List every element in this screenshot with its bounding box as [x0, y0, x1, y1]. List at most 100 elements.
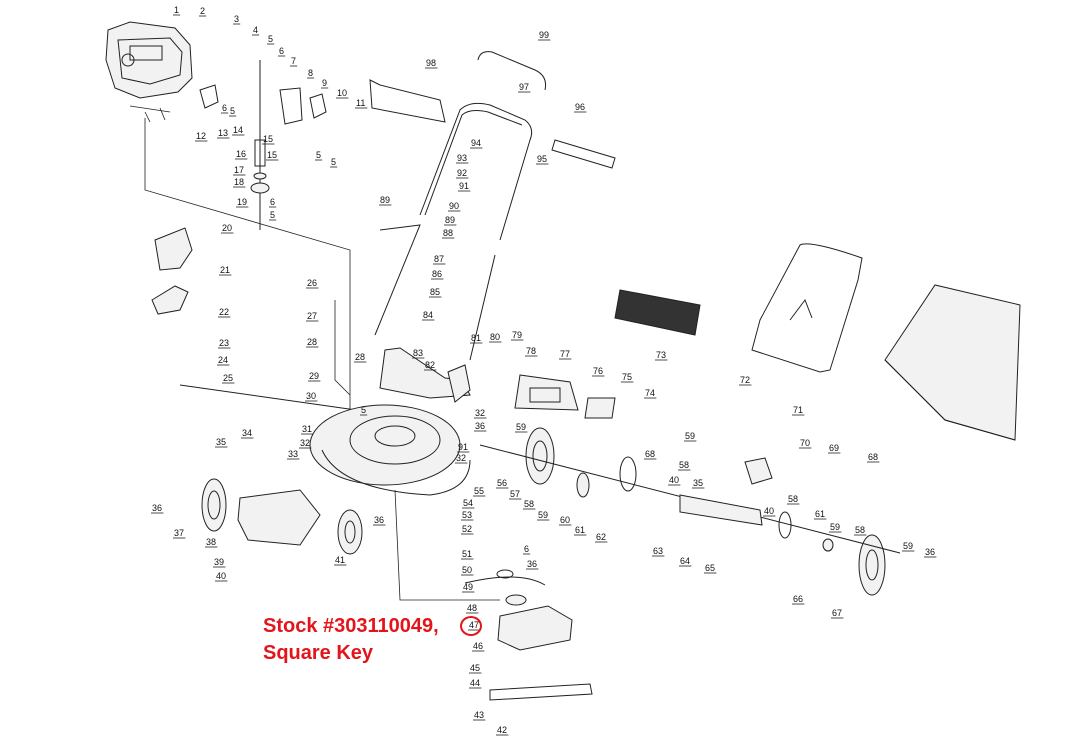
- part-label-2: 2: [200, 6, 205, 16]
- part-label-51: 51: [462, 549, 472, 559]
- part-label-6-repeat: 6: [270, 197, 275, 207]
- part-label-28-repeat: 28: [355, 352, 365, 362]
- part-label-8: 8: [308, 68, 313, 78]
- diagram-artwork: [105, 21, 1021, 701]
- part-label-1: 1: [174, 5, 179, 15]
- part-label-58-repeat: 58: [855, 525, 865, 535]
- part-label-74: 74: [645, 388, 655, 398]
- part-label-60: 60: [560, 515, 570, 525]
- part-label-5: 5: [268, 34, 273, 44]
- part-label-58-repeat: 58: [679, 460, 689, 470]
- part-label-67: 67: [832, 608, 842, 618]
- part-label-27: 27: [307, 311, 317, 321]
- part-label-61: 61: [575, 525, 585, 535]
- part-label-52: 52: [462, 524, 472, 534]
- part-label-6-repeat: 6: [222, 103, 227, 113]
- part-label-19: 19: [237, 197, 247, 207]
- part-label-99: 99: [539, 30, 549, 40]
- part-label-13: 13: [218, 128, 228, 138]
- part-label-59-repeat: 59: [516, 422, 526, 432]
- part-label-35-repeat: 35: [693, 478, 703, 488]
- part-label-96: 96: [575, 102, 585, 112]
- part-label-54: 54: [463, 498, 473, 508]
- part-label-43: 43: [474, 710, 484, 720]
- part-label-66: 66: [793, 594, 803, 604]
- part-label-40-repeat: 40: [669, 475, 679, 485]
- part-label-7: 7: [291, 56, 296, 66]
- part-label-79: 79: [512, 330, 522, 340]
- part-label-12: 12: [196, 131, 206, 141]
- part-label-95: 95: [537, 154, 547, 164]
- part-label-56: 56: [497, 478, 507, 488]
- part-label-5-repeat: 5: [316, 150, 321, 160]
- part-label-23: 23: [219, 338, 229, 348]
- part-label-64: 64: [680, 556, 690, 566]
- part-label-34: 34: [242, 428, 252, 438]
- part-label-59-repeat: 59: [685, 431, 695, 441]
- part-label-84: 84: [423, 310, 433, 320]
- part-label-28: 28: [307, 337, 317, 347]
- part-label-90: 90: [449, 201, 459, 211]
- part-label-40: 40: [216, 571, 226, 581]
- part-label-15-repeat: 15: [267, 150, 277, 160]
- part-label-14: 14: [233, 125, 243, 135]
- part-label-36-repeat: 36: [527, 559, 537, 569]
- part-label-24: 24: [218, 355, 228, 365]
- part-label-81: 81: [471, 333, 481, 343]
- part-label-46: 46: [473, 641, 483, 651]
- part-label-97: 97: [519, 82, 529, 92]
- part-label-65: 65: [705, 563, 715, 573]
- part-label-35: 35: [216, 437, 226, 447]
- part-label-25: 25: [223, 373, 233, 383]
- part-label-10: 10: [337, 88, 347, 98]
- part-label-5-repeat: 5: [270, 210, 275, 220]
- part-label-40-repeat: 40: [764, 506, 774, 516]
- part-label-6: 6: [279, 46, 284, 56]
- part-label-32-repeat: 32: [456, 453, 466, 463]
- part-label-11: 11: [356, 98, 365, 108]
- part-label-32-repeat: 32: [475, 408, 485, 418]
- part-label-72: 72: [740, 375, 750, 385]
- part-label-36: 36: [152, 503, 162, 513]
- part-label-16: 16: [236, 149, 246, 159]
- part-label-5-repeat: 5: [331, 157, 336, 167]
- part-label-32: 32: [300, 438, 310, 448]
- part-label-59: 59: [538, 510, 548, 520]
- part-label-58-repeat: 58: [788, 494, 798, 504]
- part-label-68: 68: [645, 449, 655, 459]
- part-label-98: 98: [426, 58, 436, 68]
- part-label-42: 42: [497, 725, 507, 735]
- part-label-89: 89: [445, 215, 455, 225]
- part-label-36-repeat: 36: [374, 515, 384, 525]
- stock-callout: Stock #303110049, Square Key: [263, 613, 439, 667]
- part-label-50: 50: [462, 565, 472, 575]
- part-label-15: 15: [263, 134, 273, 144]
- part-label-26: 26: [307, 278, 317, 288]
- part-label-71: 71: [793, 405, 803, 415]
- part-label-29: 29: [309, 371, 319, 381]
- part-label-57: 57: [510, 489, 520, 499]
- part-label-55: 55: [474, 486, 484, 496]
- part-label-91-repeat: 91: [458, 442, 468, 452]
- part-label-38: 38: [206, 537, 216, 547]
- part-label-75: 75: [622, 372, 632, 382]
- part-label-89-repeat: 89: [380, 195, 390, 205]
- part-label-6-repeat: 6: [524, 544, 529, 554]
- part-label-31: 31: [302, 424, 312, 434]
- part-label-30: 30: [306, 391, 316, 401]
- part-label-21: 21: [220, 265, 230, 275]
- callout-line-1: Stock #303110049,: [263, 615, 439, 637]
- part-label-58: 58: [524, 499, 534, 509]
- part-label-69: 69: [829, 443, 839, 453]
- part-label-22: 22: [219, 307, 229, 317]
- part-label-49: 49: [463, 582, 473, 592]
- part-label-70: 70: [800, 438, 810, 448]
- part-label-9: 9: [322, 78, 327, 88]
- part-label-33: 33: [288, 449, 298, 459]
- part-label-92: 92: [457, 168, 467, 178]
- part-label-61-repeat: 61: [815, 509, 825, 519]
- part-label-45: 45: [470, 663, 480, 673]
